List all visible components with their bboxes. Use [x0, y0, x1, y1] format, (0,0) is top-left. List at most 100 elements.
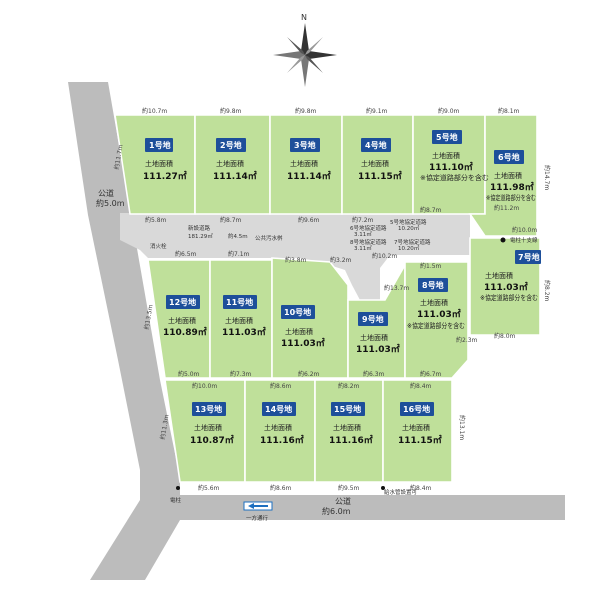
svg-text:111.03㎡: 111.03㎡: [417, 308, 461, 320]
dim-row3-b2: 約8.6m: [270, 484, 292, 492]
curve-mirror-label: 電柱十支線: [510, 236, 538, 244]
agreement-road-6-label: 6号地協定道路: [350, 224, 387, 232]
svg-text:土地面積: 土地面積: [432, 151, 460, 160]
svg-text:111.10㎡: 111.10㎡: [429, 161, 473, 173]
svg-text:4号地: 4号地: [365, 140, 387, 150]
dim-right-3: 約13.1m: [458, 415, 466, 440]
svg-text:8号地: 8号地: [422, 280, 444, 290]
dim-top-6: 約8.1m: [498, 107, 520, 115]
dim-top-5: 約9.0m: [438, 107, 460, 115]
svg-text:111.03㎡: 111.03㎡: [222, 326, 266, 338]
svg-text:土地面積: 土地面積: [420, 298, 448, 307]
lot-7-label: 7号地 土地面積 111.03㎡ ※協定道路部分を含む: [480, 250, 541, 302]
south-road-label: 公道: [335, 496, 351, 506]
dim-row2-t1: 約6.5m: [175, 250, 197, 258]
dim-row3-b3: 約9.5m: [338, 484, 360, 492]
dim-top-1: 約10.7m: [142, 107, 167, 115]
pole-marker-icon: [381, 486, 385, 490]
dim-top-4: 約9.1m: [366, 107, 388, 115]
new-road-width: 約4.5m: [228, 232, 248, 240]
svg-text:5号地: 5号地: [436, 132, 458, 142]
svg-text:11号地: 11号地: [226, 297, 253, 307]
agreement-road-5-label: 5号地協定道路: [390, 218, 427, 226]
svg-text:111.15㎡: 111.15㎡: [398, 434, 442, 446]
lot-6-label: 6号地 土地面積 111.98㎡ ※協定道路部分を含む: [486, 150, 536, 202]
svg-text:111.03㎡: 111.03㎡: [281, 337, 325, 349]
dim-misc-5: 約13.7m: [384, 284, 409, 292]
dim-row2-b5: 約6.7m: [420, 370, 442, 378]
svg-text:土地面積: 土地面積: [194, 423, 222, 432]
svg-text:※協定道路部分を含む: ※協定道路部分を含む: [486, 193, 536, 202]
lot-5-label: 5号地 土地面積 111.10㎡ ※協定道路部分を含む: [420, 130, 489, 182]
lot-6: [468, 114, 538, 237]
lot-1-label: 1号地 土地面積 111.27㎡: [143, 138, 187, 182]
svg-text:6号地: 6号地: [498, 152, 520, 162]
svg-text:111.03㎡: 111.03㎡: [484, 281, 528, 293]
dim-row2-b3: 約6.2m: [298, 370, 320, 378]
dim-row1-b1: 約5.8m: [145, 216, 167, 224]
dim-row1-b3: 約9.6m: [298, 216, 320, 224]
svg-text:12号地: 12号地: [169, 297, 196, 307]
dim-row1-b2: 約8.7m: [220, 216, 242, 224]
dim-row2-t4: 約3.2m: [330, 256, 352, 264]
compass-north-label: N: [301, 13, 307, 22]
agreement-road-7-label: 7号地協定道路: [394, 238, 431, 246]
dim-misc-4: 約8.0m: [494, 332, 516, 340]
svg-text:土地面積: 土地面積: [485, 271, 513, 280]
svg-text:土地面積: 土地面積: [264, 423, 292, 432]
dim-misc-3: 約2.3m: [456, 336, 478, 344]
new-road-area: 181.29㎡: [188, 232, 213, 240]
svg-text:111.14㎡: 111.14㎡: [287, 170, 331, 182]
lot-15-label: 15号地 土地面積 111.16㎡: [329, 402, 373, 446]
svg-text:110.89㎡: 110.89㎡: [163, 326, 207, 338]
lot-10-label: 10号地 土地面積 111.03㎡: [281, 305, 325, 349]
dim-top-2: 約9.8m: [220, 107, 242, 115]
svg-text:土地面積: 土地面積: [168, 316, 196, 325]
svg-text:3号地: 3号地: [294, 140, 316, 150]
lot-12-label: 12号地 土地面積 110.89㎡: [163, 295, 207, 338]
lot-11-label: 11号地 土地面積 111.03㎡: [222, 295, 266, 338]
svg-text:土地面積: 土地面積: [145, 159, 173, 168]
dim-row2-t3: 約3.8m: [285, 256, 307, 264]
dim-row3-b1: 約5.6m: [198, 484, 220, 492]
dim-right-2: 約8.2m: [543, 280, 551, 302]
one-way-label: 一方通行: [246, 514, 269, 522]
svg-text:14号地: 14号地: [265, 404, 292, 414]
west-road-width: 約5.0m: [96, 198, 125, 208]
agreement-road-5-area: 10.20㎡: [398, 224, 420, 232]
svg-text:111.16㎡: 111.16㎡: [329, 434, 373, 446]
svg-text:2号地: 2号地: [220, 140, 242, 150]
lot-8-label: 8号地 土地面積 111.03㎡ ※協定道路部分を含む: [407, 278, 465, 330]
pole-marker-icon: [500, 237, 506, 243]
svg-text:※協定道路部分を含む: ※協定道路部分を含む: [420, 173, 489, 182]
agreement-road-8-area: 3.11㎡: [354, 244, 372, 252]
agreement-road-8-label: 8号地協定道路: [350, 238, 387, 246]
hydrant-label: 消火栓: [150, 242, 167, 250]
dim-row3-t1: 約10.0m: [192, 382, 217, 390]
agreement-road-6-area: 3.11㎡: [354, 230, 372, 238]
lot-2-label: 2号地 土地面積 111.14㎡: [213, 138, 257, 182]
svg-text:土地面積: 土地面積: [216, 159, 244, 168]
svg-text:110.87㎡: 110.87㎡: [190, 434, 234, 446]
dim-row1-b5: 約8.7m: [420, 206, 442, 214]
dim-row3-b4: 約8.4m: [410, 484, 432, 492]
agreement-road: [455, 208, 470, 255]
pole-marker-icon: [176, 486, 180, 490]
dim-misc-2: 約11.2m: [494, 204, 519, 212]
new-road: [120, 213, 485, 300]
pole-label: 電柱: [170, 496, 182, 504]
svg-text:土地面積: 土地面積: [361, 159, 389, 168]
svg-text:土地面積: 土地面積: [290, 159, 318, 168]
dim-misc-7: 約10.0m: [512, 226, 537, 234]
svg-text:10号地: 10号地: [284, 307, 311, 317]
svg-text:111.15㎡: 111.15㎡: [358, 170, 402, 182]
svg-text:13号地: 13号地: [195, 404, 222, 414]
dim-right-1: 約14.7m: [543, 165, 551, 190]
lot-9-label: 9号地 土地面積 111.03㎡: [356, 312, 400, 355]
dim-row3-t3: 約8.2m: [338, 382, 360, 390]
svg-text:16号地: 16号地: [403, 404, 430, 414]
dim-row2-b4: 約6.3m: [363, 370, 385, 378]
compass-rose-icon: [273, 23, 337, 87]
south-road-width: 約6.0m: [322, 506, 351, 516]
